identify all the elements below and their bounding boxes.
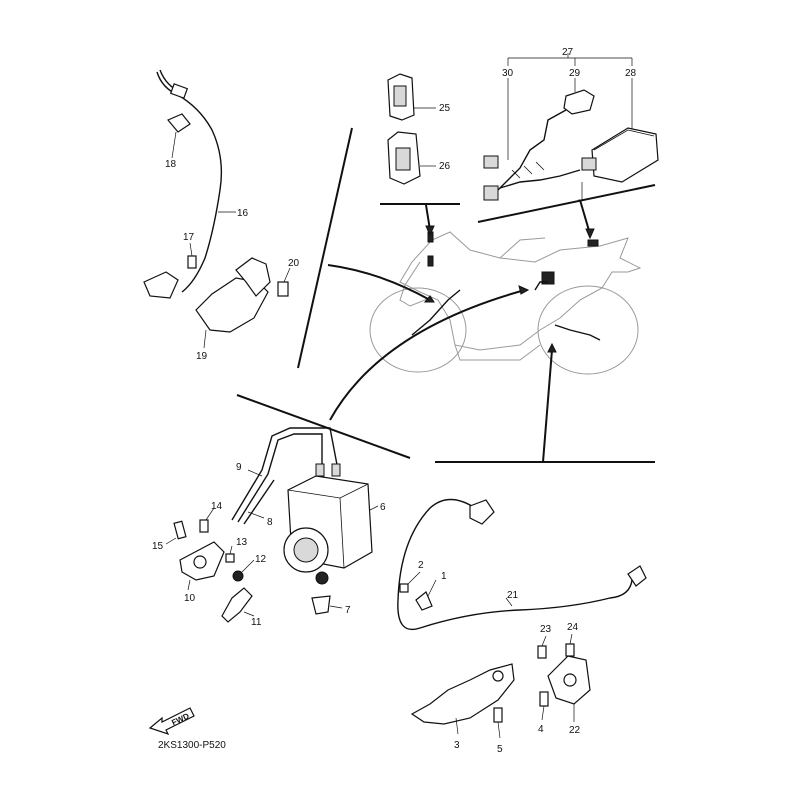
drawing-code: 2KS1300-P520 — [158, 740, 226, 751]
clip-18 — [167, 113, 191, 133]
bolt-4 — [539, 691, 549, 707]
bike-marker-abs-unit — [541, 271, 555, 285]
callout-labels: 1 2 3 4 5 6 7 8 9 10 11 12 13 14 15 16 1… — [152, 47, 637, 755]
callout-9: 9 — [236, 462, 242, 473]
callout-6: 6 — [380, 502, 386, 513]
bracket-19 — [195, 277, 269, 333]
callout-20: 20 — [288, 258, 300, 269]
wheel-sensor-21 — [627, 565, 647, 587]
damper-7 — [311, 595, 331, 615]
callout-17: 17 — [183, 232, 195, 243]
bolt-14 — [199, 519, 209, 533]
callout-23: 23 — [540, 624, 552, 635]
fwd-label: FWD — [170, 711, 191, 727]
fwd-arrow-icon: FWD — [148, 707, 195, 736]
callout-19: 19 — [196, 351, 208, 362]
callout-28: 28 — [625, 68, 637, 79]
callout-13: 13 — [236, 537, 248, 548]
callout-5: 5 — [497, 744, 503, 755]
connector-part-25 — [387, 73, 436, 121]
collar-13 — [225, 553, 235, 563]
section-separators — [236, 127, 656, 463]
callout-12: 12 — [255, 554, 267, 565]
callout-22: 22 — [569, 725, 581, 736]
wheel-sensor — [143, 271, 179, 299]
callout-18: 18 — [165, 159, 177, 170]
callout-7: 7 — [345, 605, 351, 616]
callout-26: 26 — [439, 161, 451, 172]
sensor-29 — [563, 89, 595, 115]
bike-marker-ecu — [587, 239, 599, 247]
bolt-15 — [173, 520, 187, 540]
grommet-12 — [232, 570, 244, 582]
callout-15: 15 — [152, 541, 164, 552]
bolt-24 — [565, 643, 575, 657]
callout-24: 24 — [567, 622, 579, 633]
abs-unit-group — [165, 427, 379, 623]
bolt-17 — [187, 255, 197, 269]
callout-8: 8 — [267, 517, 273, 528]
harness-group-27 — [483, 53, 659, 201]
callout-4: 4 — [538, 724, 544, 735]
front-sensor-group — [397, 498, 647, 739]
callout-3: 3 — [454, 740, 460, 751]
callout-25: 25 — [439, 103, 451, 114]
callout-14: 14 — [211, 501, 223, 512]
callout-16: 16 — [237, 208, 249, 219]
callout-27: 27 — [562, 47, 574, 58]
sensor-wire-group-16 — [143, 69, 291, 349]
bolt-20 — [277, 281, 289, 297]
bolt-23 — [537, 645, 547, 659]
callout-29: 29 — [569, 68, 581, 79]
connector-21 — [469, 499, 495, 525]
callout-2: 2 — [418, 560, 424, 571]
bike-marker-connector-2 — [427, 255, 434, 267]
callout-11: 11 — [251, 617, 262, 628]
callout-1: 1 — [441, 571, 447, 582]
clamp-11 — [221, 587, 253, 623]
bolt-5 — [493, 707, 503, 723]
motorcycle-outline — [369, 231, 642, 375]
callout-10: 10 — [184, 593, 196, 604]
clip-1 — [415, 591, 433, 611]
control-module-28 — [591, 127, 659, 183]
connector-part-26 — [387, 131, 436, 185]
bolt-2 — [399, 583, 409, 593]
callout-21: 21 — [507, 590, 519, 601]
callout-30: 30 — [502, 68, 514, 79]
bracket-3 — [410, 663, 515, 725]
